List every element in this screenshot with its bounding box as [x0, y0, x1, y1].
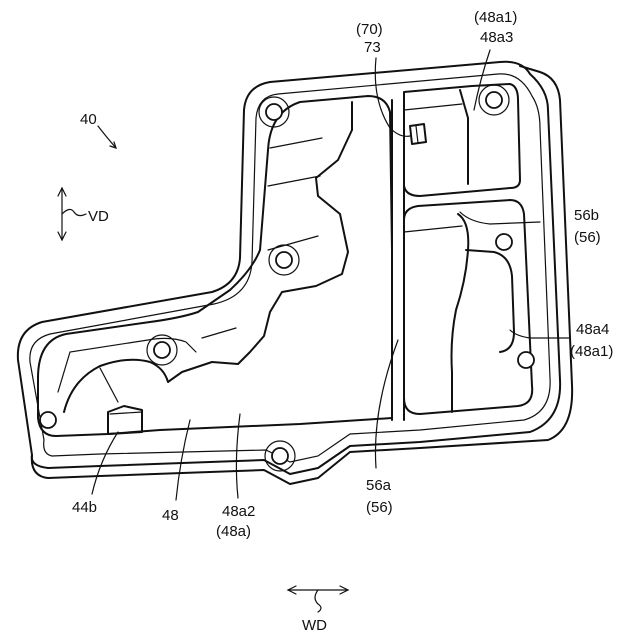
- label-70: (70): [356, 21, 383, 38]
- label-48a1-right: (48a1): [570, 343, 613, 360]
- wd-arrow: [288, 586, 348, 612]
- label-48a4: 48a4: [576, 321, 609, 338]
- bolt-hole: [276, 252, 292, 268]
- label-56b: 56b: [574, 207, 599, 224]
- wall-face-4: [202, 328, 236, 338]
- label-56a: 56a: [366, 477, 392, 494]
- label-48a3: 48a3: [480, 29, 513, 46]
- bolt-hole: [496, 234, 512, 250]
- bolt-hole: [40, 412, 56, 428]
- wd-arrow-tail: [315, 590, 321, 612]
- pocket-48a3-face: [404, 104, 462, 110]
- leader-56b: [460, 212, 540, 224]
- wall-face-1: [270, 138, 322, 148]
- vd-arrow-tail: [62, 209, 86, 215]
- label-56-top: (56): [574, 229, 601, 246]
- chamber-outer-wall: [38, 96, 392, 436]
- pocket-48a4-rib: [466, 250, 514, 352]
- partition-56a: [392, 98, 404, 420]
- vd-arrow: [58, 188, 86, 240]
- leader-48a4: [510, 330, 570, 338]
- bolt-hole: [272, 448, 288, 464]
- left-pocket-ledge: [64, 102, 352, 412]
- pocket-48a4: [404, 200, 532, 414]
- outer-outline: [18, 62, 560, 474]
- cover-body: [18, 62, 572, 484]
- label-40: 40: [80, 111, 97, 128]
- label-44b: 44b: [72, 499, 97, 516]
- label-48: 48: [162, 507, 179, 524]
- label-wd: WD: [302, 617, 327, 634]
- label-48a: (48a): [216, 523, 251, 540]
- component-73-detail: [416, 126, 418, 143]
- leader-48: [176, 420, 190, 500]
- label-48a1-top: (48a1): [474, 9, 517, 26]
- bolt-hole: [486, 92, 502, 108]
- bolt-hole: [154, 342, 170, 358]
- block-44b: [108, 406, 142, 434]
- label-48a2: 48a2: [222, 503, 255, 520]
- pocket-48a4-inner-wall: [452, 214, 469, 412]
- block-44b-top: [110, 412, 142, 414]
- leader-40: [98, 126, 116, 148]
- leader-44b: [92, 432, 118, 494]
- label-73: 73: [364, 39, 381, 56]
- leader-lines: [92, 50, 570, 500]
- wall-face-5: [100, 368, 118, 402]
- label-vd: VD: [88, 208, 109, 225]
- wall-face-2: [268, 176, 320, 186]
- bolt-hole: [266, 104, 282, 120]
- pocket-48a4-face: [404, 226, 462, 232]
- outer-rim-side: [32, 66, 572, 484]
- label-56-bottom: (56): [366, 499, 393, 516]
- component-73: [410, 124, 426, 144]
- chamber-48a2: [38, 96, 392, 436]
- outer-flange-line: [30, 74, 550, 462]
- bolt-hole: [518, 352, 534, 368]
